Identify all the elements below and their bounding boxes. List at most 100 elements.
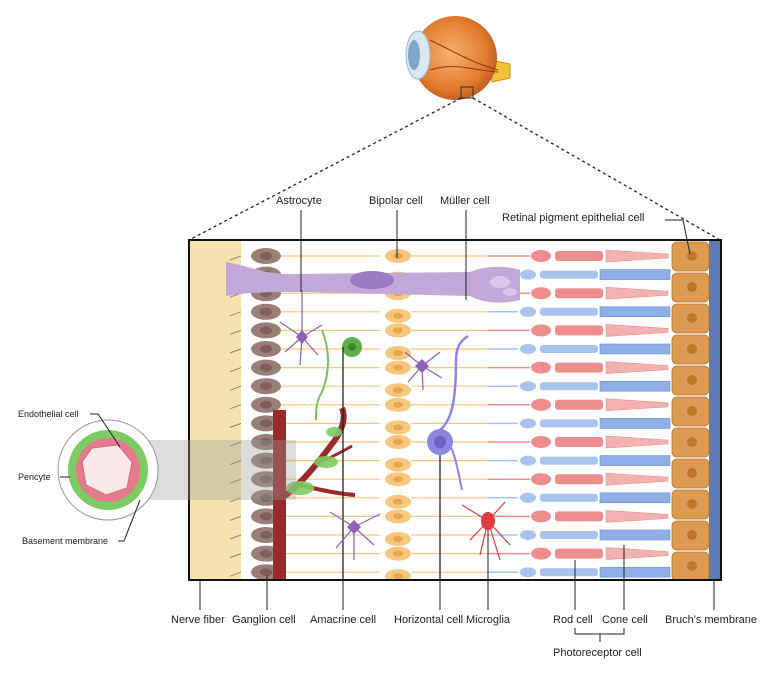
ganglion-axon: [229, 534, 242, 540]
cone-outer-segment: [605, 249, 669, 263]
cone-nucleus: [531, 547, 551, 560]
retina-row: [229, 341, 671, 360]
rod-inner-segment: [540, 270, 598, 279]
rpe-nucleus: [687, 313, 697, 323]
rod-nucleus: [520, 567, 536, 578]
ganglion-nucleus: [260, 307, 272, 316]
cone-outer-segment: [605, 286, 669, 300]
amacrine-cell-2: [329, 511, 381, 560]
ganglion-nucleus: [260, 512, 272, 521]
ganglion-nucleus: [260, 363, 272, 372]
bipolar-nucleus: [393, 253, 403, 259]
cone-outer-segment: [605, 547, 669, 560]
ganglion-nucleus: [260, 345, 272, 353]
retina-row: [229, 359, 669, 376]
bipolar-nucleus: [393, 350, 403, 356]
rod-nucleus: [520, 344, 536, 354]
rod-outer-segment: [599, 418, 671, 429]
eyeball-icon: [405, 16, 511, 100]
rod-outer-segment: [599, 343, 671, 355]
cone-nucleus: [531, 473, 551, 486]
ganglion-nucleus: [260, 438, 272, 446]
retina-row: [229, 322, 669, 339]
ganglion-axon: [229, 497, 242, 503]
rod-outer-segment: [599, 380, 671, 392]
rod-nucleus: [520, 455, 536, 466]
ganglion-axon: [229, 515, 242, 521]
rod-outer-segment: [599, 306, 671, 318]
horizontal-cell: [427, 334, 469, 491]
ganglion-nucleus: [260, 568, 272, 577]
rod-nucleus: [520, 418, 536, 429]
rod-nucleus: [520, 381, 536, 392]
retina-row: [229, 248, 669, 264]
zoom-line-left: [188, 97, 462, 241]
bipolar-nucleus: [393, 424, 403, 431]
bipolar-nucleus: [393, 536, 403, 542]
bipolar-nucleus: [393, 513, 403, 520]
ganglion-nucleus: [260, 326, 272, 335]
label-horizontal-cell: Horizontal cell: [394, 614, 464, 626]
rpe-nucleus: [687, 468, 697, 478]
retina-row: [229, 396, 669, 413]
ganglion-axon: [229, 478, 242, 484]
rpe-nucleus: [687, 530, 697, 540]
microglia: [461, 501, 511, 561]
cone-inner-segment: [555, 437, 603, 447]
ganglion-axon: [229, 385, 242, 391]
cone-outer-segment: [605, 398, 669, 412]
cone-outer-segment: [605, 361, 669, 374]
rod-outer-segment: [599, 529, 671, 541]
retina-row: [229, 527, 671, 546]
rpe-nucleus: [687, 437, 697, 447]
rod-inner-segment: [540, 307, 598, 316]
rod-inner-segment: [540, 493, 598, 502]
cone-outer-segment: [605, 510, 669, 523]
rod-nucleus: [520, 269, 536, 280]
ganglion-axon: [229, 311, 242, 317]
rpe-nucleus: [687, 282, 697, 292]
bipolar-nucleus: [393, 327, 403, 334]
ganglion-nucleus: [260, 252, 272, 260]
label-bruchs-membrane: Bruch's membrane: [665, 614, 757, 626]
ganglion-nucleus: [260, 531, 272, 539]
label-amacrine-cell: Amacrine cell: [310, 614, 377, 626]
rod-outer-segment: [599, 566, 671, 578]
rpe-nucleus: [687, 499, 697, 509]
label-pericyte: Pericyte: [18, 472, 51, 482]
bipolar-nucleus: [393, 312, 403, 319]
cone-inner-segment: [555, 511, 603, 522]
bipolar-nucleus: [393, 364, 403, 371]
ganglion-axon: [229, 348, 242, 354]
label-cone-cell: Cone cell: [602, 614, 648, 626]
blood-vessel: [273, 406, 356, 580]
muller-cell: [226, 262, 520, 303]
cone-inner-segment: [555, 251, 603, 261]
rod-inner-segment: [540, 382, 598, 391]
amacrine-cell: [315, 329, 362, 580]
rod-outer-segment: [599, 269, 671, 280]
ganglion-nucleus: [260, 475, 272, 484]
bipolar-nucleus: [393, 573, 403, 580]
leader-lines: [60, 210, 715, 642]
cone-inner-segment: [555, 362, 603, 373]
cone-nucleus: [531, 287, 551, 300]
label-basement-membrane: Basement membrane: [22, 536, 109, 546]
cone-outer-segment: [605, 472, 669, 486]
ganglion-axon: [229, 422, 242, 428]
label-bipolar-cell: Bipolar cell: [369, 195, 423, 207]
retina-row: [229, 378, 671, 398]
ganglion-nucleus: [260, 493, 272, 502]
bruchs-membrane: [709, 240, 721, 580]
bipolar-nucleus: [393, 439, 403, 445]
cone-inner-segment: [555, 474, 603, 485]
bipolar-nucleus: [393, 498, 403, 505]
label-microglia: Microglia: [466, 614, 511, 626]
rod-outer-segment: [599, 455, 671, 466]
ganglion-axon: [229, 441, 242, 447]
label-nerve-fiber: Nerve fiber: [171, 614, 225, 626]
label-rod-cell: Rod cell: [553, 614, 593, 626]
ganglion-nucleus: [260, 549, 272, 558]
cone-nucleus: [531, 436, 551, 448]
astrocyte: [279, 290, 323, 366]
